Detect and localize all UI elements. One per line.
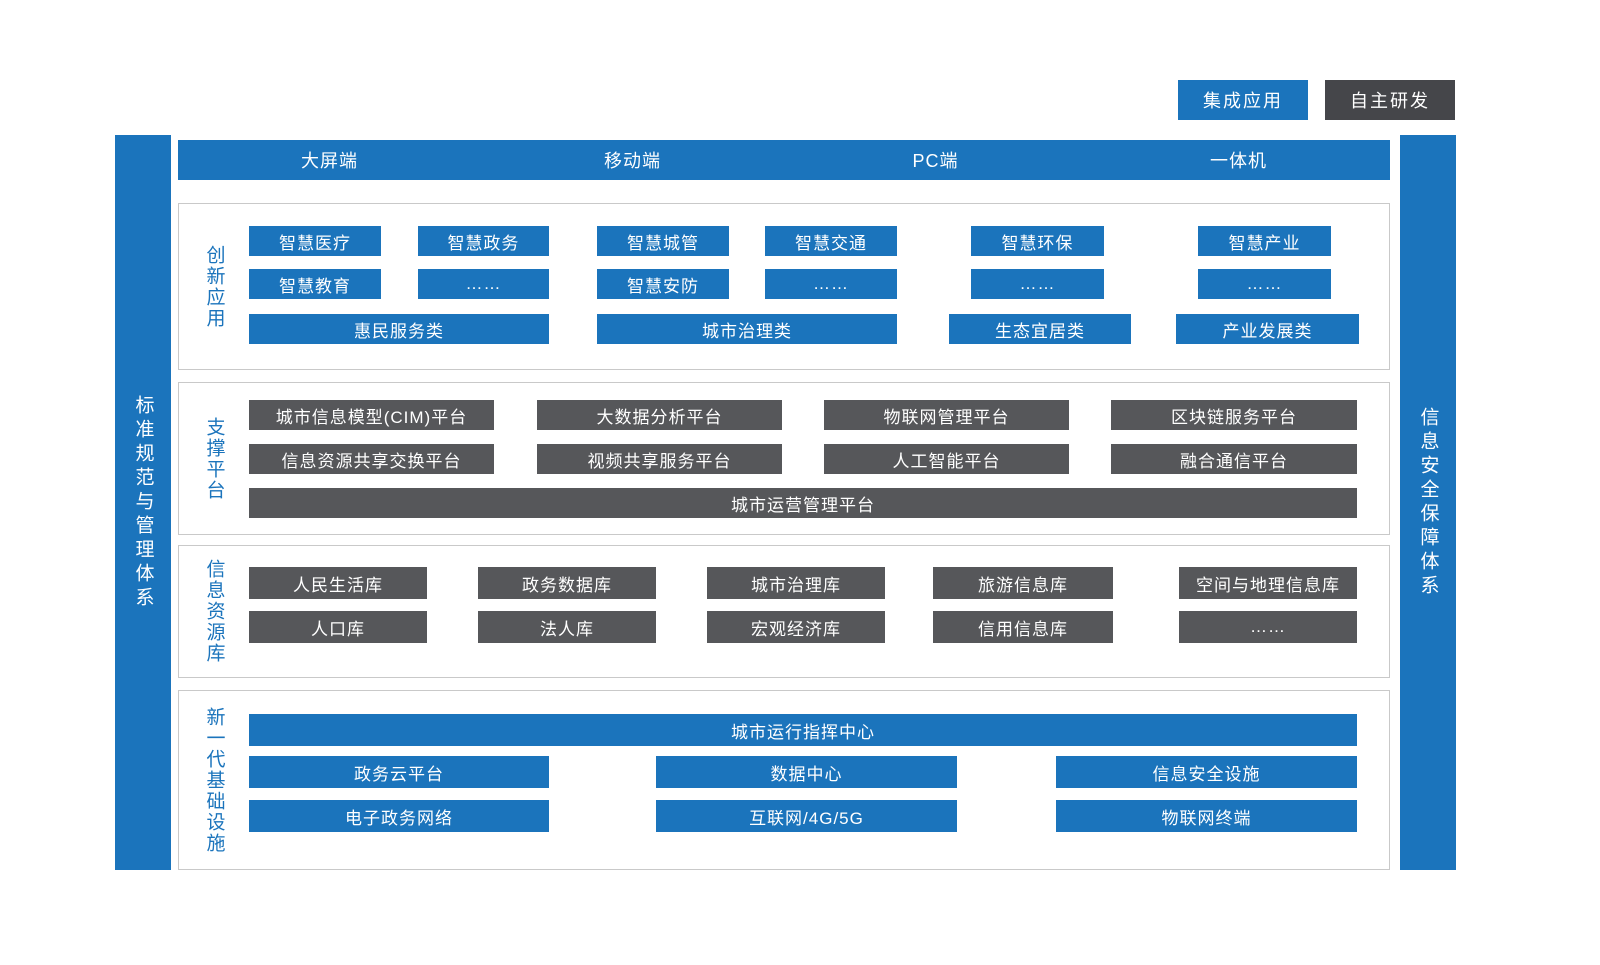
info-resource-db-box: 人口库 <box>249 611 427 643</box>
layer-row: 城市运行指挥中心 <box>249 714 1357 746</box>
terminal-label-2: PC端 <box>912 151 959 171</box>
layer-label-support-platforms: 支撑平台 <box>203 416 225 501</box>
info-resource-db-box: 信用信息库 <box>932 611 1113 643</box>
info-resource-db-box: 宏观经济库 <box>707 611 885 643</box>
innovation-apps-box: …… <box>970 269 1104 299</box>
innovation-apps-box: 惠民服务类 <box>249 314 550 344</box>
layer-label-info-resource-db: 信息资源库 <box>203 559 225 664</box>
terminal-bar: 大屏端 移动端 PC端 一体机 <box>178 140 1390 180</box>
innovation-apps-box: 智慧交通 <box>764 226 897 256</box>
layer-row: 人口库 法人库 宏观经济库 信用信息库 …… <box>249 611 1357 643</box>
new-infrastructure-box: 信息安全设施 <box>1055 756 1357 788</box>
support-platforms-box: 城市信息模型(CIM)平台 <box>249 400 494 430</box>
innovation-apps-box: 城市治理类 <box>597 314 898 344</box>
support-platforms-box: 区块链服务平台 <box>1111 400 1357 430</box>
innovation-apps-box: 智慧教育 <box>249 269 381 299</box>
layer-support-platforms: 支撑平台 城市信息模型(CIM)平台 大数据分析平台 物联网管理平台 区块链服务平台信息… <box>178 382 1390 535</box>
layer-row: 智慧医疗 智慧政务 智慧城管 智慧交通 智慧环保 智慧产业 <box>249 226 1357 256</box>
innovation-apps-box: 智慧城管 <box>597 226 729 256</box>
layer-label-innovation-apps: 创新应用 <box>203 244 225 329</box>
support-platforms-box: 城市运营管理平台 <box>249 488 1357 518</box>
info-resource-db-box: 政务数据库 <box>478 567 656 599</box>
layer-row: 信息资源共享交换平台 视频共享服务平台 人工智能平台 融合通信平台 <box>249 444 1357 474</box>
security-assurance-rail: 信息安全保障体系 <box>1400 135 1456 870</box>
support-platforms-box: 物联网管理平台 <box>824 400 1070 430</box>
info-resource-db-box: 城市治理库 <box>707 567 885 599</box>
layer-stack: 创新应用 智慧医疗 智慧政务 智慧城管 智慧交通 智慧环保 智慧产业智慧教育 …… 智慧安防 ……… <box>178 203 1390 870</box>
new-infrastructure-box: 互联网/4G/5G <box>655 800 957 832</box>
new-infrastructure-box: 电子政务网络 <box>249 800 550 832</box>
new-infrastructure-box: 城市运行指挥中心 <box>249 714 1357 746</box>
info-resource-db-box: 空间与地理信息库 <box>1179 567 1357 599</box>
support-platforms-box: 视频共享服务平台 <box>536 444 782 474</box>
info-resource-db-box: 人民生活库 <box>249 567 427 599</box>
layer-row: 电子政务网络 互联网/4G/5G 物联网终端 <box>249 800 1357 832</box>
support-platforms-box: 人工智能平台 <box>824 444 1070 474</box>
legend-self-developed: 自主研发 <box>1325 80 1455 120</box>
innovation-apps-box: 智慧产业 <box>1198 226 1331 256</box>
innovation-apps-box: …… <box>764 269 897 299</box>
layer-row: 智慧教育 …… 智慧安防 …… …… …… <box>249 269 1357 299</box>
innovation-apps-box: 智慧政务 <box>417 226 549 256</box>
layer-row: 城市信息模型(CIM)平台 大数据分析平台 物联网管理平台 区块链服务平台 <box>249 400 1357 430</box>
new-infrastructure-box: 政务云平台 <box>249 756 550 788</box>
support-platforms-box: 大数据分析平台 <box>536 400 782 430</box>
standards-management-rail: 标准规范与管理体系 <box>115 135 171 870</box>
layer-row: 政务云平台 数据中心 信息安全设施 <box>249 756 1357 788</box>
innovation-apps-box: 智慧安防 <box>597 269 729 299</box>
new-infrastructure-box: 数据中心 <box>655 756 957 788</box>
layer-row: 人民生活库 政务数据库 城市治理库 旅游信息库 空间与地理信息库 <box>249 567 1357 599</box>
terminal-label-0: 大屏端 <box>301 151 358 171</box>
main-area: 大屏端 移动端 PC端 一体机 创新应用 智慧医疗 智慧政务 智慧城管 智慧交通 智慧环保 智慧产… <box>178 140 1390 870</box>
terminal-label-3: 一体机 <box>1210 151 1267 171</box>
layer-new-infrastructure: 新一代基础设施 城市运行指挥中心政务云平台 数据中心 信息安全设施电子政务网络 互联网/… <box>178 690 1390 870</box>
layer-row: 城市运营管理平台 <box>249 488 1357 518</box>
layer-row: 惠民服务类 城市治理类 生态宜居类 产业发展类 <box>249 314 1359 344</box>
innovation-apps-box: 生态宜居类 <box>949 314 1132 344</box>
innovation-apps-box: …… <box>417 269 549 299</box>
legend: 集成应用 自主研发 <box>1178 80 1455 120</box>
support-platforms-box: 信息资源共享交换平台 <box>249 444 494 474</box>
info-resource-db-box: 旅游信息库 <box>932 567 1113 599</box>
innovation-apps-box: 产业发展类 <box>1175 314 1359 344</box>
info-resource-db-box: …… <box>1179 611 1357 643</box>
legend-integrated-app: 集成应用 <box>1178 80 1308 120</box>
new-infrastructure-box: 物联网终端 <box>1055 800 1357 832</box>
terminal-label-1: 移动端 <box>604 151 661 171</box>
innovation-apps-box: …… <box>1198 269 1331 299</box>
innovation-apps-box: 智慧环保 <box>970 226 1104 256</box>
innovation-apps-box: 智慧医疗 <box>249 226 381 256</box>
support-platforms-box: 融合通信平台 <box>1111 444 1357 474</box>
layer-info-resource-db: 信息资源库 人民生活库 政务数据库 城市治理库 旅游信息库 空间与地理信息库人口库 法人库 宏… <box>178 545 1390 678</box>
layer-label-new-infrastructure: 新一代基础设施 <box>203 706 225 854</box>
info-resource-db-box: 法人库 <box>478 611 656 643</box>
layer-innovation-apps: 创新应用 智慧医疗 智慧政务 智慧城管 智慧交通 智慧环保 智慧产业智慧教育 …… 智慧安防 ……… <box>178 203 1390 370</box>
